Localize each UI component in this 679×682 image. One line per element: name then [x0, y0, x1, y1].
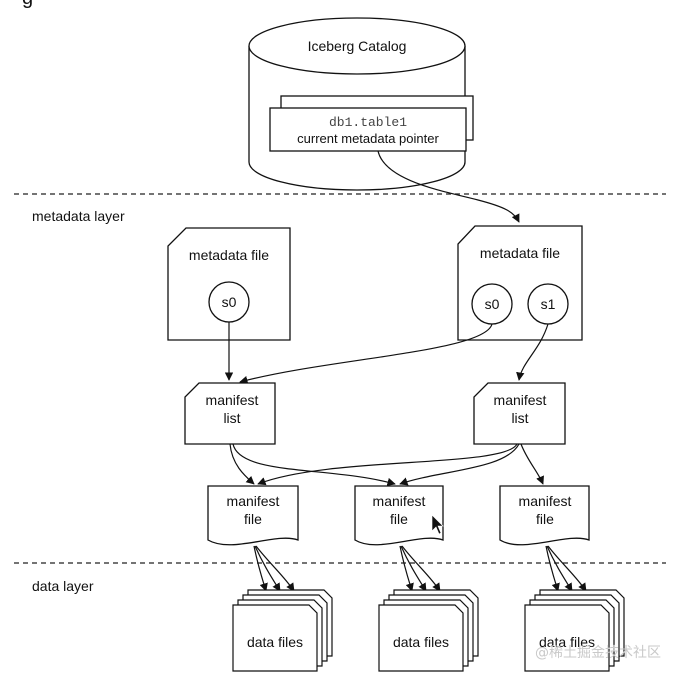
arrow-mlist-right-to-mfile-middle: [399, 443, 520, 486]
arrow-mlist-left-to-mfile-middle: [232, 443, 396, 487]
snapshot-s1-right: s1: [541, 296, 556, 312]
arrow-s1-to-manifest-list-right: [516, 323, 549, 381]
arrows-mfile-middle-to-data-files: [399, 545, 441, 592]
data-layer-label: data layer: [32, 578, 94, 594]
data-files-middle-label: data files: [393, 634, 449, 650]
manifest-file-middle: manifest file: [354, 485, 444, 546]
manifest-list-right: manifest list: [473, 382, 566, 445]
pointer-arrow: [377, 150, 520, 223]
top-title-fragment: g: [22, 0, 33, 9]
data-files-left-label: data files: [247, 634, 303, 650]
snapshot-s0-right: s0: [485, 296, 500, 312]
metadata-file-left-label: metadata file: [189, 247, 269, 263]
data-files-right-label: data files: [539, 634, 595, 650]
manifest-file-left: manifest file: [207, 485, 299, 546]
arrow-mlist-left-to-mfile-left: [229, 443, 255, 485]
arrow-s0-right-to-manifest-list-left: [239, 323, 493, 385]
data-files-left: data files: [232, 589, 333, 672]
manifest-list-right-line1: manifest: [494, 392, 547, 408]
table-pointer-card: db1.table1 current metadata pointer: [269, 95, 474, 152]
snapshot-s0-left: s0: [222, 294, 237, 310]
manifest-file-right-line1: manifest: [519, 493, 572, 509]
manifest-file-middle-line2: file: [390, 511, 408, 527]
current-metadata-pointer-label: current metadata pointer: [297, 131, 439, 146]
table-name: db1.table1: [329, 115, 407, 130]
catalog-title: Iceberg Catalog: [308, 38, 407, 54]
metadata-file-right-label: metadata file: [480, 245, 560, 261]
arrows-mfile-right-to-data-files: [545, 545, 587, 592]
manifest-list-right-line2: list: [511, 410, 528, 426]
manifest-list-left: manifest list: [184, 382, 276, 445]
mouse-cursor-icon: [431, 514, 444, 535]
manifest-file-middle-line1: manifest: [373, 493, 426, 509]
manifest-list-left-line2: list: [223, 410, 240, 426]
metadata-file-left: metadata file s0: [167, 227, 291, 341]
manifest-file-right-line2: file: [536, 511, 554, 527]
metadata-layer-label: metadata layer: [32, 208, 125, 224]
manifest-file-right: manifest file: [499, 485, 590, 546]
arrow-mlist-right-to-mfile-right: [520, 443, 544, 485]
arrows-mfile-left-to-data-files: [253, 545, 295, 592]
manifest-file-left-line1: manifest: [227, 493, 280, 509]
arrow-mlist-right-to-mfile-left: [257, 443, 518, 486]
manifest-list-left-line1: manifest: [206, 392, 259, 408]
data-files-middle: data files: [378, 589, 479, 672]
manifest-file-left-line2: file: [244, 511, 262, 527]
metadata-file-right: metadata file s0 s1: [457, 225, 583, 341]
watermark: @稀土掘金技术社区: [535, 645, 661, 661]
data-files-right: data files: [524, 589, 625, 672]
